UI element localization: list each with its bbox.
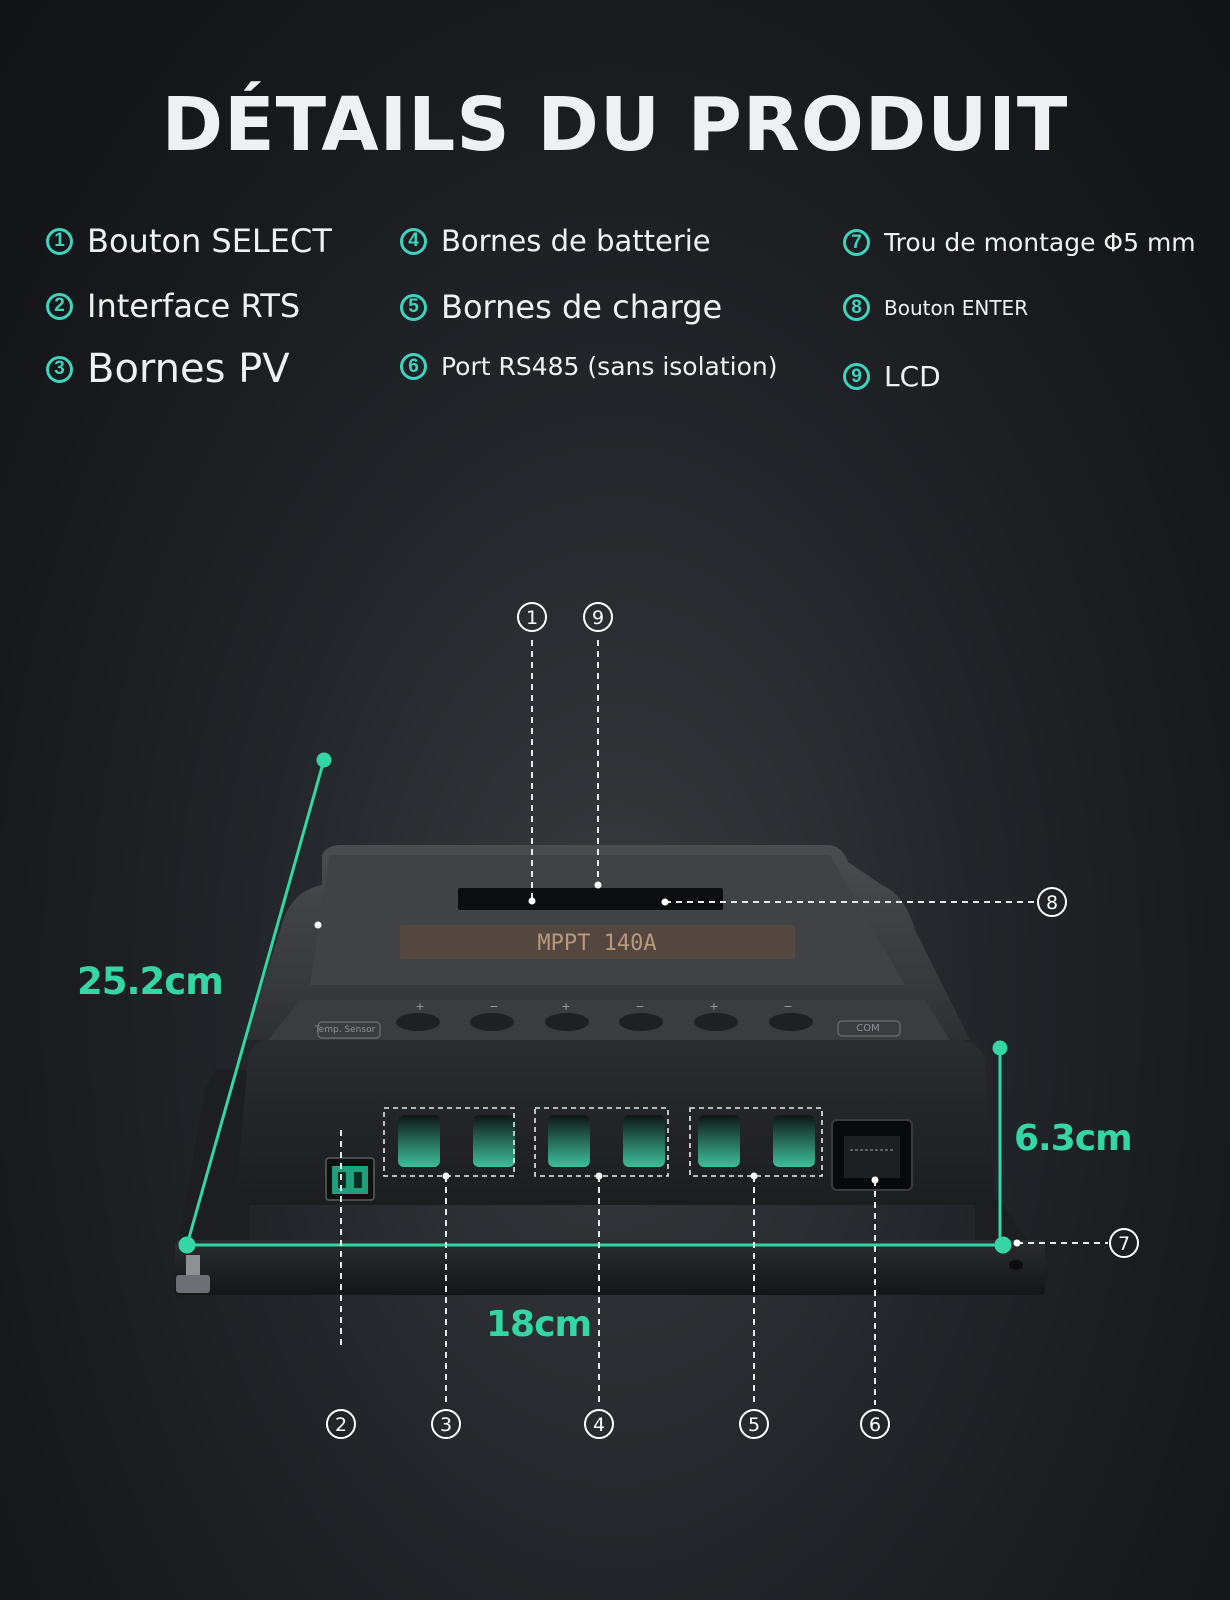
callout-circles bbox=[326, 602, 1139, 1439]
height-dimension-label: 6.3cm bbox=[1014, 1118, 1133, 1159]
callout-anchor-dots bbox=[314, 881, 1021, 1247]
legend-number: 3 bbox=[46, 355, 73, 383]
legend-item-rts-interface: 2 Interface RTS bbox=[46, 287, 300, 325]
temp-sensor-label: Temp. Sensor bbox=[314, 1025, 376, 1035]
legend-label: Bornes PV bbox=[87, 346, 290, 392]
callout-6: 6 bbox=[869, 1414, 881, 1436]
legend-item-rs485-port: 6 Port RS485 (sans isolation) bbox=[400, 352, 778, 381]
terminal-sign: − bbox=[635, 1000, 644, 1013]
callout-leader-lines bbox=[340, 640, 1108, 1405]
callout-2: 2 bbox=[335, 1414, 347, 1436]
com-label: COM bbox=[856, 1023, 879, 1034]
terminal-polarity-signs: + − + − + − bbox=[415, 1000, 792, 1013]
legend-item-enter-button: 8 Bouton ENTER bbox=[843, 294, 1028, 321]
callout-7: 7 bbox=[1118, 1233, 1130, 1255]
model-plate bbox=[400, 925, 795, 959]
legend-label: Port RS485 (sans isolation) bbox=[441, 352, 778, 381]
terminal-rail bbox=[268, 1000, 950, 1040]
rts-connector bbox=[325, 1157, 375, 1201]
legend-label: Bornes de charge bbox=[441, 288, 723, 326]
legend-label: Bouton ENTER bbox=[884, 295, 1029, 320]
callout-5: 5 bbox=[748, 1414, 760, 1436]
width-dimension-label: 18cm bbox=[486, 1304, 592, 1345]
legend-item-lcd: 9 LCD bbox=[843, 360, 941, 393]
callout-1: 1 bbox=[526, 607, 538, 629]
legend-number: 9 bbox=[843, 363, 870, 390]
model-label: MPPT 140A bbox=[537, 931, 656, 956]
terminal-sign: − bbox=[489, 1000, 498, 1013]
legend-number: 1 bbox=[46, 227, 73, 255]
dimension-lines bbox=[178, 752, 1012, 1254]
rs485-port bbox=[831, 1119, 913, 1191]
legend-label: LCD bbox=[884, 360, 941, 393]
depth-dimension-label: 25.2cm bbox=[77, 960, 224, 1003]
legend-label: Bornes de batterie bbox=[441, 224, 711, 258]
top-panel bbox=[310, 855, 905, 985]
legend-number: 2 bbox=[46, 292, 73, 320]
legend-number: 5 bbox=[400, 293, 427, 321]
legend-item-load-terminals: 5 Bornes de charge bbox=[400, 288, 722, 326]
terminal-sign: − bbox=[783, 1000, 792, 1013]
terminal-sockets bbox=[398, 1115, 815, 1167]
legend-number: 4 bbox=[400, 227, 427, 255]
legend-label: Interface RTS bbox=[87, 287, 301, 325]
mounting-screw bbox=[176, 1255, 210, 1293]
legend-number: 6 bbox=[400, 353, 427, 380]
callout-8: 8 bbox=[1046, 892, 1058, 914]
terminal-screws bbox=[396, 1013, 813, 1031]
legend-label: Bouton SELECT bbox=[87, 222, 332, 260]
legend-item-pv-terminals: 3 Bornes PV bbox=[46, 346, 290, 392]
callout-3: 3 bbox=[440, 1414, 452, 1436]
page-title: DÉTAILS DU PRODUIT bbox=[161, 82, 1069, 168]
terminal-sign: + bbox=[415, 1000, 424, 1013]
legend-item-select-button: 1 Bouton SELECT bbox=[46, 222, 332, 260]
callout-4: 4 bbox=[593, 1414, 605, 1436]
terminal-sign: + bbox=[561, 1000, 570, 1013]
lcd-window bbox=[458, 888, 723, 910]
legend-label: Trou de montage Φ5 mm bbox=[884, 228, 1196, 257]
terminal-sign: + bbox=[709, 1000, 718, 1013]
legend-item-battery-terminals: 4 Bornes de batterie bbox=[400, 224, 711, 258]
callout-9: 9 bbox=[592, 607, 604, 629]
legend-item-mounting-hole: 7 Trou de montage Φ5 mm bbox=[843, 228, 1196, 257]
legend-number: 8 bbox=[843, 294, 870, 321]
legend-number: 7 bbox=[843, 229, 870, 256]
